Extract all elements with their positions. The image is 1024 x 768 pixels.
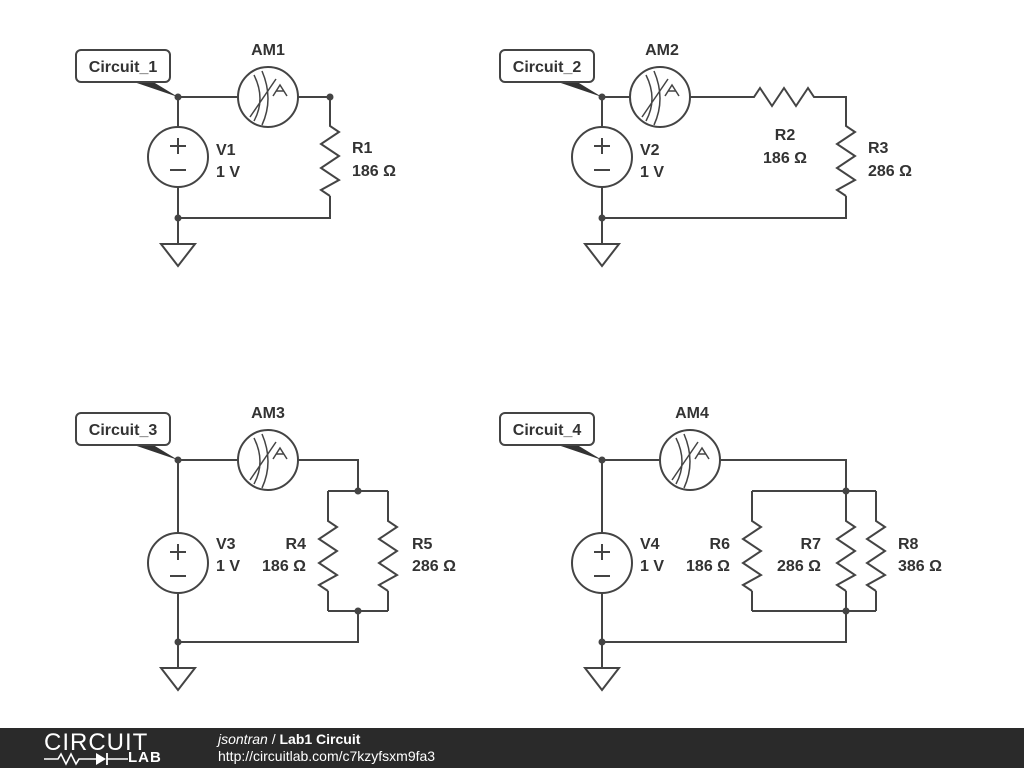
circuit-meta: jsontran / Lab1 Circuit http://circuitla…	[218, 731, 435, 765]
resistor-r2-value: 186 Ω	[763, 150, 807, 167]
resistor-r7[interactable]: R7 286 Ω	[777, 515, 857, 592]
ammeter-am3[interactable]: AM3	[237, 405, 299, 491]
resistor-r5-name: R5	[412, 536, 433, 553]
voltage-source-v1[interactable]: V1 1 V	[147, 126, 240, 188]
circuit-3-tag-label: Circuit_3	[89, 422, 158, 439]
voltage-source-v2-value: 1 V	[640, 164, 664, 181]
resistor-r3-value: 286 Ω	[868, 163, 912, 180]
circuitlab-logo[interactable]: CIRCUIT LAB	[44, 730, 184, 766]
voltage-source-v1-name: V1	[216, 142, 236, 159]
resistor-r6[interactable]: R6 186 Ω	[686, 515, 763, 592]
ground-2	[584, 243, 620, 267]
ground-4	[584, 667, 620, 691]
ammeter-am3-label: AM3	[251, 405, 285, 422]
voltage-source-v4-value: 1 V	[640, 558, 664, 575]
circuit-4-tag[interactable]: Circuit_4	[499, 412, 602, 460]
resistor-r2-name: R2	[775, 127, 796, 144]
project-title[interactable]: Lab1 Circuit	[279, 731, 361, 747]
voltage-source-v3-name: V3	[216, 536, 236, 553]
ground-3	[160, 667, 196, 691]
resistor-r6-name: R6	[710, 536, 731, 553]
voltage-source-v2[interactable]: V2 1 V	[571, 126, 664, 188]
logo-text-circuit: CIRCUIT	[44, 729, 149, 756]
resistor-diode-icon	[44, 752, 128, 766]
ammeter-am1-label: AM1	[251, 42, 285, 59]
circuit-2-tag-label: Circuit_2	[513, 59, 582, 76]
circuit-4-tag-label: Circuit_4	[513, 422, 582, 439]
ammeter-am4-label: AM4	[675, 405, 709, 422]
voltage-source-v3-value: 1 V	[216, 558, 240, 575]
ammeter-am4[interactable]: AM4	[659, 405, 721, 491]
voltage-source-v2-name: V2	[640, 142, 660, 159]
circuit-4: Circuit_4 AM4 V4 1 V R6 186 Ω R7 286 Ω R…	[499, 405, 942, 691]
voltage-source-v3[interactable]: V3 1 V	[147, 532, 240, 594]
circuit-1-tag[interactable]: Circuit_1	[75, 49, 178, 97]
resistor-r4-value: 186 Ω	[262, 558, 306, 575]
resistor-r3-name: R3	[868, 140, 889, 157]
resistor-r8-value: 386 Ω	[898, 558, 942, 575]
circuit-2-wires	[598, 93, 847, 244]
resistor-r8-name: R8	[898, 536, 919, 553]
resistor-r5-value: 286 Ω	[412, 558, 456, 575]
ammeter-am2[interactable]: AM2	[629, 42, 691, 128]
resistor-r3[interactable]: R3 286 Ω	[835, 120, 912, 197]
resistor-r4[interactable]: R4 186 Ω	[262, 515, 339, 592]
circuit-3: Circuit_3 AM3 V3 1 V R4 186 Ω R5 286 Ω	[75, 405, 456, 691]
circuit-1-tag-label: Circuit_1	[89, 59, 158, 76]
circuit-3-wires	[174, 456, 389, 668]
author-link[interactable]: jsontran	[218, 731, 268, 747]
schematic-canvas: Circuit_1 AM1 V1 1 V R1 186 Ω	[75, 42, 942, 691]
circuit-3-tag[interactable]: Circuit_3	[75, 412, 178, 460]
footer-bar: CIRCUIT LAB jsontran / Lab1 Circuit http…	[0, 728, 1024, 768]
resistor-r2[interactable]: R2 186 Ω	[748, 86, 820, 167]
circuit-4-wires	[598, 456, 877, 668]
circuit-2: Circuit_2 AM2 V2 1 V R2 186 Ω R3 286 Ω	[499, 42, 912, 267]
voltage-source-v4-name: V4	[640, 536, 660, 553]
resistor-r7-name: R7	[801, 536, 822, 553]
circuit-url[interactable]: http://circuitlab.com/c7kzyfsxm9fa3	[218, 748, 436, 764]
meta-separator: /	[267, 731, 280, 747]
ammeter-am2-label: AM2	[645, 42, 679, 59]
resistor-r5[interactable]: R5 286 Ω	[377, 515, 456, 592]
voltage-source-v1-value: 1 V	[216, 164, 240, 181]
circuit-2-tag[interactable]: Circuit_2	[499, 49, 602, 97]
resistor-r4-name: R4	[286, 536, 307, 553]
resistor-r8[interactable]: R8 386 Ω	[865, 515, 942, 592]
resistor-r6-value: 186 Ω	[686, 558, 730, 575]
voltage-source-v4[interactable]: V4 1 V	[571, 532, 664, 594]
ammeter-am1[interactable]: AM1	[237, 42, 299, 128]
logo-text-lab: LAB	[128, 749, 162, 766]
circuit-1: Circuit_1 AM1 V1 1 V R1 186 Ω	[75, 42, 396, 267]
resistor-r1-name: R1	[352, 140, 373, 157]
resistor-r1-value: 186 Ω	[352, 163, 396, 180]
ground-1	[160, 243, 196, 267]
resistor-r1[interactable]: R1 186 Ω	[319, 120, 396, 197]
resistor-r7-value: 286 Ω	[777, 558, 821, 575]
